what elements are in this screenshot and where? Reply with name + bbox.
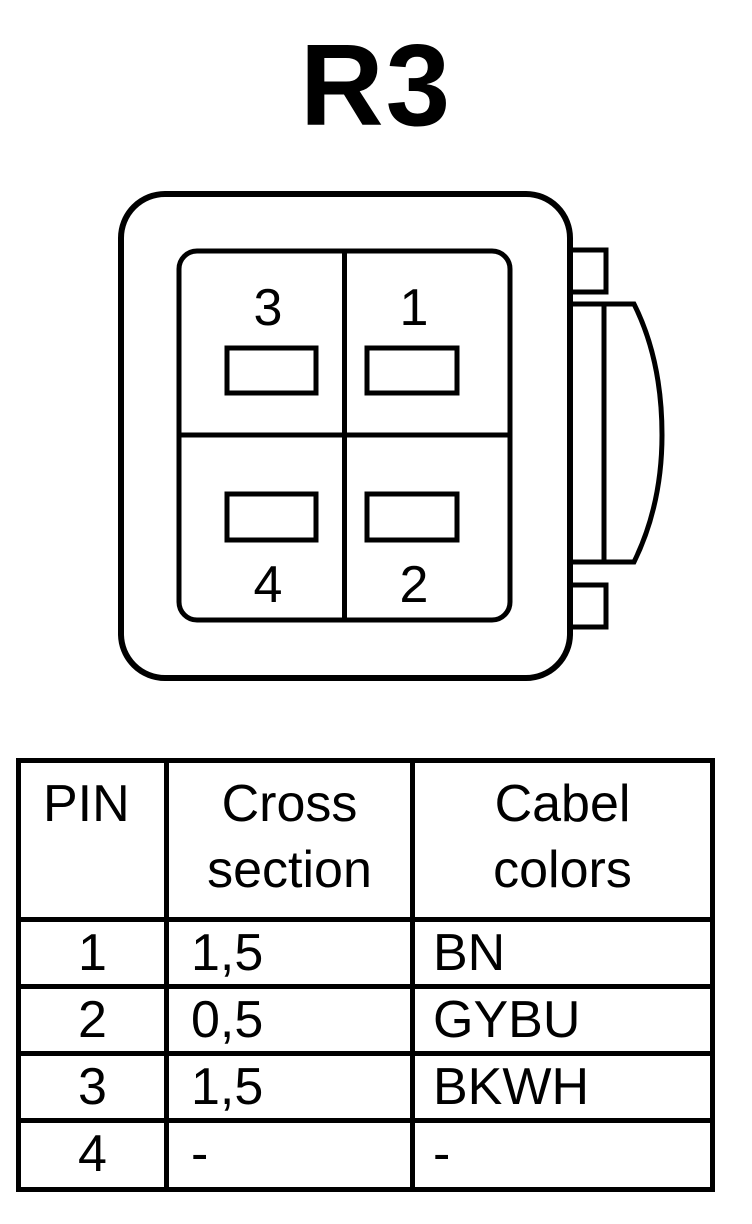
pin-assignment-table: PIN Cross section Cabel colors 1 1,5 BN … [16, 758, 715, 1192]
cell-cable-color: GYBU [410, 984, 715, 1056]
cell-cross-section: 1,5 [164, 917, 415, 989]
pin-label-3: 3 [254, 279, 283, 337]
latch-tab-top [565, 247, 609, 295]
header-cable-colors: Cabel colors [410, 758, 715, 922]
latch-body [568, 301, 665, 565]
cell-cross-section: 0,5 [164, 984, 415, 1056]
header-colors-line2: colors [493, 841, 632, 899]
table-row: 4 - - [16, 1118, 715, 1192]
pin-slot-1 [364, 345, 460, 396]
table-row: 1 1,5 BN [16, 917, 715, 989]
cell-cable-color: BKWH [410, 1051, 715, 1123]
connector-diagram: 3 1 4 2 [118, 191, 665, 681]
cell-pin: 3 [16, 1051, 169, 1123]
header-cross-section: Cross section [164, 758, 415, 922]
header-pin-label: PIN [43, 775, 130, 833]
latch-tab-bottom [565, 582, 609, 630]
cell-cable-color: BN [410, 917, 715, 989]
pin-slot-2 [364, 491, 460, 543]
pin-label-1: 1 [400, 279, 429, 337]
cell-cross-section: 1,5 [164, 1051, 415, 1123]
table-row: 2 0,5 GYBU [16, 984, 715, 1056]
cell-pin: 1 [16, 917, 169, 989]
pin-label-2: 2 [400, 556, 429, 614]
header-colors-line1: Cabel [494, 775, 631, 833]
table-row: 3 1,5 BKWH [16, 1051, 715, 1123]
header-cross-section-line2: section [207, 841, 372, 899]
pin-slot-4 [224, 491, 319, 543]
cell-pin: 4 [16, 1118, 169, 1192]
cell-cross-section: - [164, 1118, 415, 1192]
cell-cable-color: - [410, 1118, 715, 1192]
pin-slot-3 [224, 345, 319, 396]
pin-label-4: 4 [254, 556, 283, 614]
table-header-row: PIN Cross section Cabel colors [16, 758, 715, 922]
cell-pin: 2 [16, 984, 169, 1056]
header-pin: PIN [16, 758, 169, 922]
diagram-title: R3 [299, 20, 453, 150]
header-cross-section-line1: Cross [221, 775, 358, 833]
